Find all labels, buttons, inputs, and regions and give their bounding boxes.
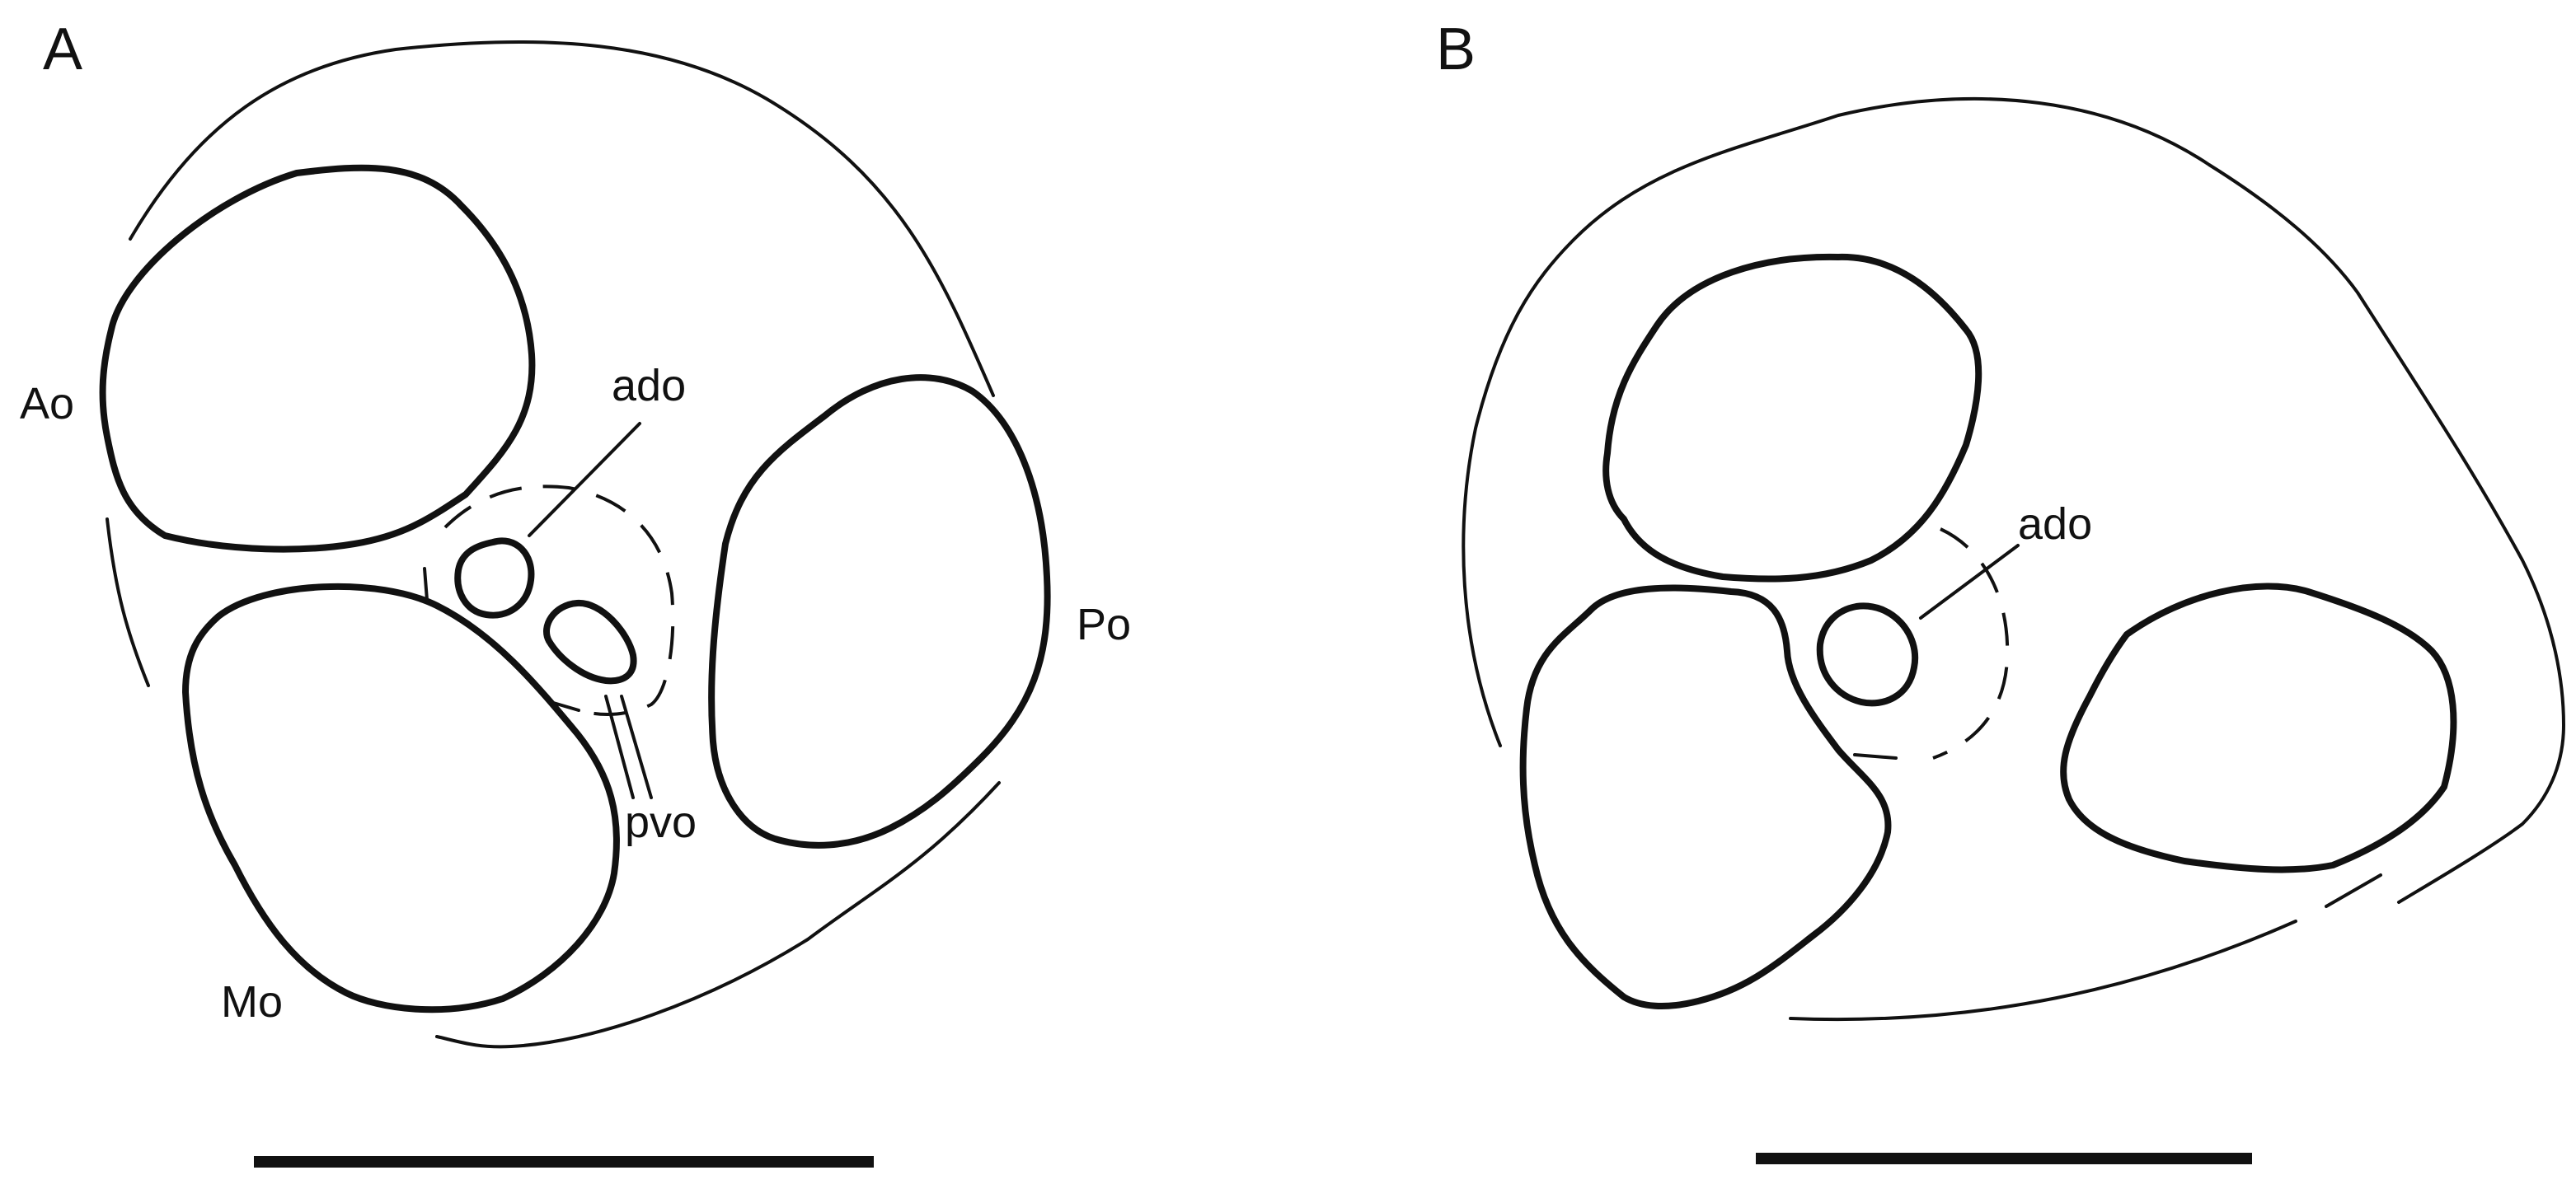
panel-b-outer-contour-gap-segment bbox=[2325, 873, 2382, 908]
panel-a-outer-contour-top bbox=[129, 40, 995, 397]
panel-a: A Ao Mo Po ado pvo bbox=[20, 16, 1131, 1168]
panel-b-lower-left-opening bbox=[1519, 584, 1892, 1010]
panel-a-outer-contour-left bbox=[106, 517, 150, 687]
panel-a-po-opening bbox=[708, 374, 1051, 849]
panel-b-outer-contour-main bbox=[1462, 97, 2565, 904]
panel-a-ado-leader bbox=[528, 422, 641, 537]
panel-b-ado-opening bbox=[1816, 602, 1919, 707]
label-mo: Mo bbox=[221, 977, 283, 1027]
panel-a-short-stroke-2 bbox=[549, 700, 580, 712]
label-po: Po bbox=[1077, 600, 1131, 649]
label-ado-b: ado bbox=[2018, 499, 2092, 549]
panel-b-dashed-outline bbox=[1932, 527, 2010, 760]
label-pvo: pvo bbox=[625, 798, 697, 847]
panel-a-pvo-leader-2 bbox=[620, 695, 653, 799]
panel-a-ado-opening bbox=[454, 537, 535, 619]
label-ado-a: ado bbox=[612, 361, 686, 410]
panel-a-mo-opening bbox=[182, 583, 620, 1013]
panel-b: B ado bbox=[1436, 16, 2565, 1164]
panel-a-letter: A bbox=[43, 16, 82, 82]
panel-a-outer-contour-bottom bbox=[435, 781, 1001, 1049]
panel-a-ao-opening bbox=[99, 164, 536, 553]
panel-a-short-stroke-1 bbox=[423, 567, 429, 602]
panel-b-upper-opening bbox=[1602, 253, 1982, 583]
panel-b-ado-leader bbox=[1919, 544, 2020, 620]
panel-a-pvo-opening bbox=[543, 599, 637, 685]
panel-b-lower-right-opening bbox=[2060, 583, 2457, 873]
panel-b-letter: B bbox=[1436, 16, 1476, 82]
panel-a-dashed-outline bbox=[443, 484, 675, 716]
label-ao: Ao bbox=[20, 379, 74, 428]
panel-a-pvo-leader-1 bbox=[604, 695, 635, 799]
panel-b-short-stroke bbox=[1853, 753, 1898, 760]
panel-b-outer-contour-bottom bbox=[1789, 920, 2297, 1022]
